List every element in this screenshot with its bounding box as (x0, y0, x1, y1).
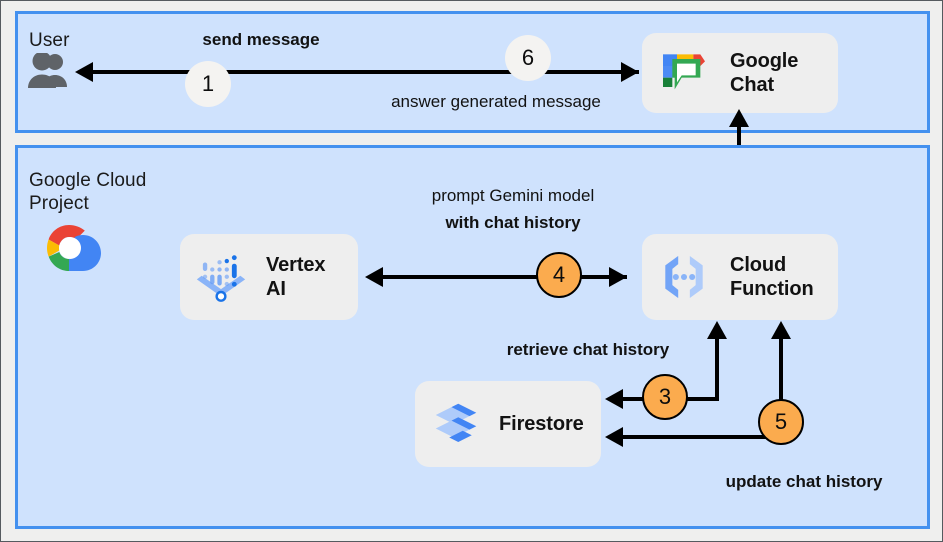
edge-user-googlechat (93, 70, 639, 74)
step-badge-3: 3 (642, 374, 688, 420)
node-firestore-label: Firestore (499, 413, 584, 435)
arrowhead-retrieve-to-firestore (605, 389, 623, 409)
label-send-message: send message (202, 30, 320, 49)
edge-update-horizontal (623, 435, 783, 439)
arrowhead-to-user (75, 62, 93, 82)
users-icon (25, 51, 77, 89)
google-cloud-logo (37, 223, 101, 275)
arrowhead-to-googlechat-vertical (729, 109, 749, 127)
edge-update-vertical (779, 337, 783, 437)
step-badge-5: 5 (758, 399, 804, 445)
node-google-chat-label: Google Chat (730, 50, 799, 96)
firestore-logo (429, 397, 483, 451)
arrowhead-to-cloudfunction-horizontal (609, 267, 627, 287)
step-badge-4: 4 (536, 252, 582, 298)
node-google-chat[interactable]: Google Chat (642, 33, 838, 113)
arrowhead-retrieve-to-cloudfunction (707, 321, 727, 339)
label-update-chat-history: update chat history (725, 472, 883, 491)
edge-retrieve-vertical (715, 337, 719, 399)
label-prompt-gemini-line1: prompt Gemini model (431, 186, 595, 205)
arrowhead-to-vertexai (365, 267, 383, 287)
node-vertex-ai-label: Vertex AI (266, 254, 326, 300)
step-badge-6: 6 (505, 35, 551, 81)
label-prompt-gemini-line2: with chat history (445, 213, 581, 232)
panel-user-title: User (29, 30, 70, 51)
label-retrieve-chat-history: retrieve chat history (506, 340, 670, 359)
arrowhead-update-up (771, 321, 791, 339)
google-chat-logo (656, 45, 712, 101)
node-firestore[interactable]: Firestore (415, 381, 601, 467)
arrowhead-to-googlechat (621, 62, 639, 82)
node-cloud-function[interactable]: Cloud Function (642, 234, 838, 320)
label-answer-generated-message: answer generated message (391, 92, 601, 111)
edge-vertexai-cloudfunction (383, 275, 627, 279)
cloud-function-logo (656, 249, 712, 305)
node-cloud-function-label: Cloud Function (730, 254, 814, 300)
node-vertex-ai[interactable]: Vertex AI (180, 234, 358, 320)
vertex-ai-logo (192, 248, 250, 306)
panel-gcp-title: Google Cloud Project (29, 170, 147, 214)
arrowhead-update-to-firestore (605, 427, 623, 447)
step-badge-1: 1 (185, 61, 231, 107)
